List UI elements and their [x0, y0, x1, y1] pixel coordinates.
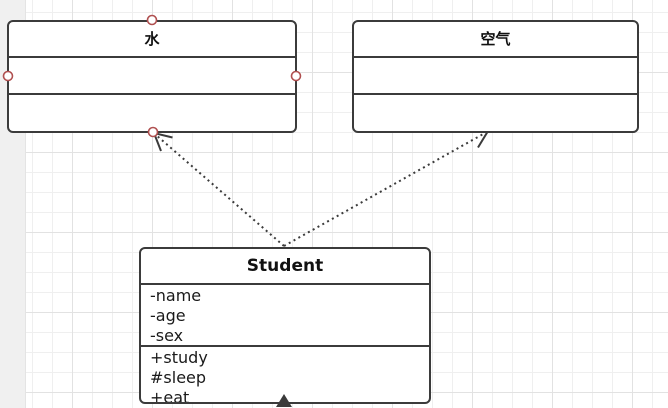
student-attributes-compartment: -name -age -sex	[141, 285, 429, 347]
method-eat: +eat	[150, 388, 190, 404]
student-methods-compartment: +study #sleep +eat	[141, 347, 429, 402]
method-study: +study	[150, 348, 208, 367]
class-shape-air[interactable]: 空气	[352, 20, 639, 133]
method-sleep: #sleep	[150, 368, 207, 387]
water-methods-compartment	[9, 95, 295, 131]
class-title-student: Student	[141, 249, 429, 285]
class-title-air: 空气	[354, 22, 637, 58]
class-title-water: 水	[9, 22, 295, 58]
attribute-sex: -sex	[150, 326, 184, 345]
attribute-age: -age	[150, 306, 186, 325]
water-attributes-compartment	[9, 58, 295, 95]
open-arrowhead-water-icon	[152, 131, 173, 152]
air-methods-compartment	[354, 95, 637, 131]
class-shape-student[interactable]: Student -name -age -sex +study #sleep +e…	[139, 247, 431, 404]
dependency-edge-student-to-air[interactable]	[283, 132, 486, 247]
attribute-name: -name	[150, 286, 202, 305]
air-attributes-compartment	[354, 58, 637, 95]
class-shape-water[interactable]: 水	[7, 20, 297, 133]
dependency-edge-student-to-water[interactable]	[155, 134, 285, 247]
